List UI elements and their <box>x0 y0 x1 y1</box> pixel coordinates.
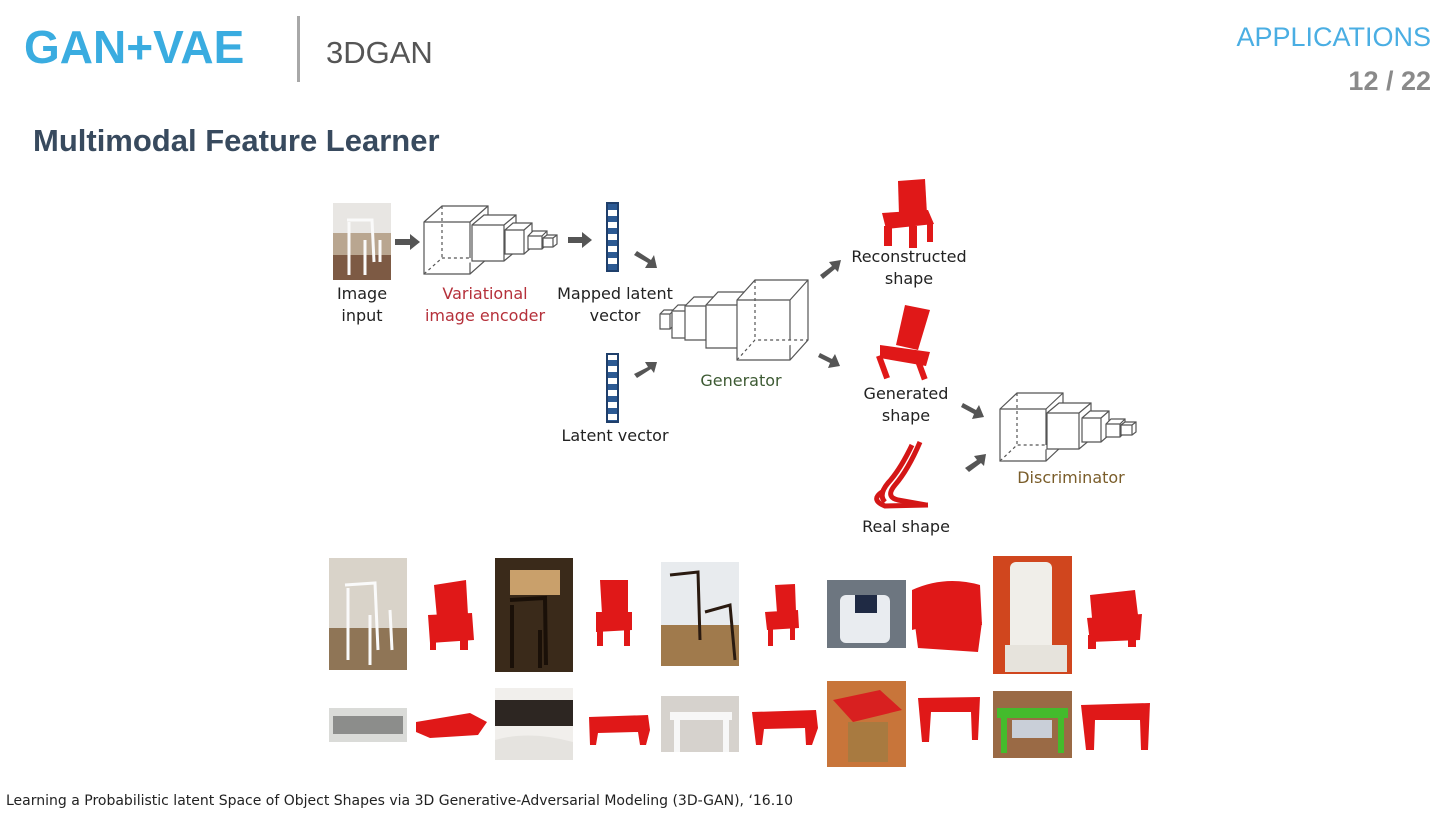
brand-title: GAN+VAE <box>24 21 245 73</box>
example-row-tables <box>329 681 1072 767</box>
example-row-chairs <box>329 556 1072 674</box>
generated-shape-chair <box>876 305 930 381</box>
generator-cubes <box>659 279 809 361</box>
real-shape-label: Real shape <box>862 517 950 536</box>
encoder-cubes <box>423 205 558 275</box>
slide-subtitle: 3DGAN <box>326 35 433 70</box>
citation-footnote: Learning a Probabilistic latent Space of… <box>6 793 793 809</box>
generator-label: Generator <box>700 371 782 390</box>
section-label: APPLICATIONS <box>1236 22 1431 52</box>
header-divider <box>297 16 300 82</box>
latent-vector-label: Latent vector <box>561 426 669 445</box>
discriminator-label: Discriminator <box>1017 468 1125 487</box>
discriminator-cubes <box>999 392 1137 462</box>
example-row-tables-shapes <box>416 697 1150 750</box>
example-row-chairs-shapes <box>428 580 1142 652</box>
real-shape-chair <box>874 441 929 509</box>
latent-vector-bar <box>606 353 619 423</box>
flow-arrows <box>395 232 986 472</box>
page-title: Multimodal Feature Learner <box>33 123 440 158</box>
mapped-latent-vector-bar <box>606 202 619 272</box>
image-input-photo <box>333 203 391 280</box>
reconstructed-shape-chair <box>882 179 934 248</box>
page-counter: 12 / 22 <box>1348 66 1431 96</box>
